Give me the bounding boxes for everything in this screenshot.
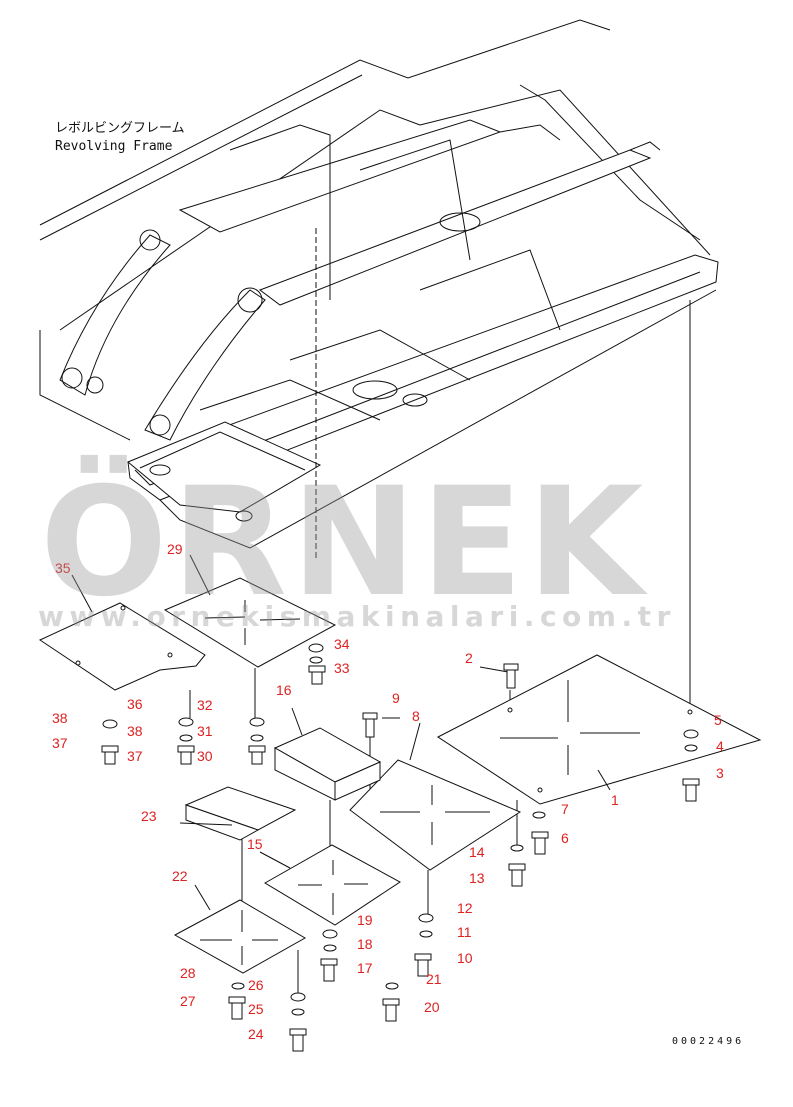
callout-13: 13 <box>469 870 485 886</box>
callout-38-mid: 38 <box>127 723 143 739</box>
callout-34: 34 <box>334 636 350 652</box>
callout-16: 16 <box>276 682 292 698</box>
plate-1 <box>437 654 762 805</box>
callout-30: 30 <box>197 748 213 764</box>
callout-17: 17 <box>357 960 373 976</box>
callout-32: 32 <box>197 697 213 713</box>
callout-11: 11 <box>457 924 472 940</box>
callout-37-left: 37 <box>52 735 68 751</box>
plate-8 <box>349 759 522 871</box>
callout-37-mid: 37 <box>127 748 143 764</box>
callout-23: 23 <box>141 808 157 824</box>
callout-1: 1 <box>611 792 619 808</box>
callout-20: 20 <box>424 999 440 1015</box>
callout-15: 15 <box>247 836 263 852</box>
callout-10: 10 <box>457 950 473 966</box>
callout-2: 2 <box>465 650 473 666</box>
callout-33: 33 <box>334 660 350 676</box>
watermark-brand: ÖRNEK <box>40 456 648 630</box>
callout-19: 19 <box>357 912 373 928</box>
callout-5: 5 <box>714 712 722 728</box>
plate-15 <box>264 844 401 926</box>
hardware <box>101 643 700 1052</box>
callout-31: 31 <box>197 723 213 739</box>
callout-9: 9 <box>392 690 400 706</box>
leader-lines <box>71 554 611 911</box>
callout-22: 22 <box>172 868 188 884</box>
frame-label-english: Revolving Frame <box>55 139 173 154</box>
callout-36: 36 <box>127 696 143 712</box>
callout-4: 4 <box>716 738 724 754</box>
plate-35 <box>38 602 206 691</box>
callout-29: 29 <box>167 541 183 557</box>
callout-3: 3 <box>716 765 724 781</box>
callout-14: 14 <box>469 844 485 860</box>
callout-8: 8 <box>412 708 420 724</box>
plate-29 <box>163 577 337 668</box>
callout-12: 12 <box>457 900 473 916</box>
callout-26: 26 <box>248 977 264 993</box>
callout-25: 25 <box>248 1001 264 1017</box>
frame-label: レボルビングフレーム Revolving Frame <box>55 120 185 156</box>
revolving-frame <box>39 19 719 549</box>
callout-27: 27 <box>180 993 196 1009</box>
callout-7: 7 <box>561 801 569 817</box>
plate-22 <box>173 899 307 974</box>
drawing-number: 00022496 <box>672 1036 745 1047</box>
watermark-url: www.ornekismakinalari.com.tr <box>38 600 676 633</box>
callout-35: 35 <box>55 560 71 576</box>
callout-21: 21 <box>426 971 442 987</box>
block-23 <box>184 786 297 841</box>
callout-38-left: 38 <box>52 710 68 726</box>
callout-18: 18 <box>357 936 373 952</box>
callout-24: 24 <box>248 1026 264 1042</box>
callouts: 1 2 3 4 5 6 7 8 9 10 11 12 13 14 15 16 1… <box>52 541 724 1042</box>
callout-28: 28 <box>180 965 196 981</box>
callout-6: 6 <box>561 830 569 846</box>
frame-label-japanese: レボルビングフレーム <box>55 121 185 136</box>
block-16 <box>273 727 382 801</box>
